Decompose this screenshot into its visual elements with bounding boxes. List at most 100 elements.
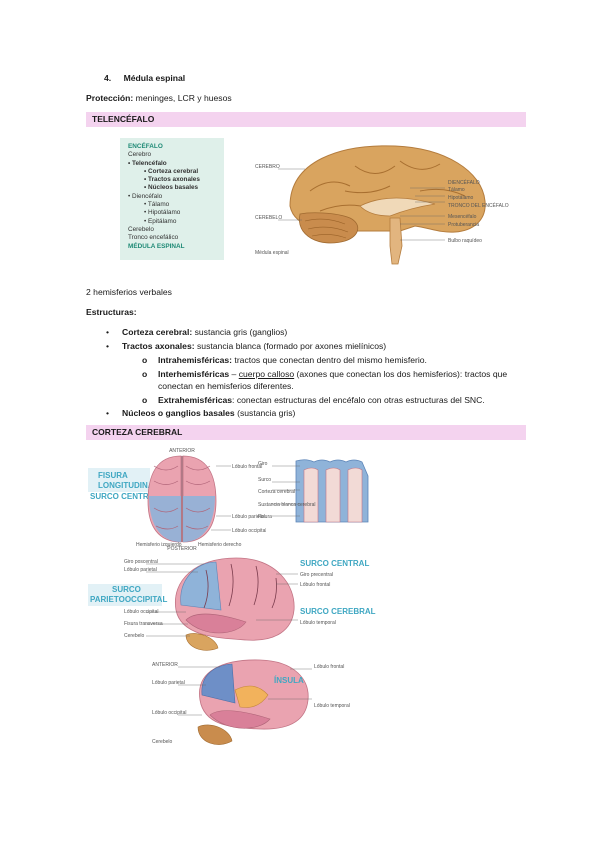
ins-lobulo-parietal: Lóbulo parietal xyxy=(152,680,185,686)
side-giro-precentral: Giro precentral xyxy=(300,572,333,578)
section-band-corteza: CORTEZA CEREBRAL xyxy=(86,425,526,440)
top-hemisferio-izq: Hemisferio izquierdo xyxy=(136,542,182,548)
brain-lateral-view: SURCO CENTRAL SURCO PARIETOOCCIPITAL SUR… xyxy=(88,557,376,651)
b1-cerebelo: CEREBELO xyxy=(255,215,282,221)
hier-corteza-row: • Corteza cerebral xyxy=(144,167,199,175)
corteza-label: Corteza cerebral: xyxy=(122,327,193,337)
inter-dash: – xyxy=(229,369,239,379)
callout-fisura-2: LONGITUDINAL xyxy=(98,481,159,490)
protection-label: Protección: xyxy=(86,93,134,103)
extra-text: : conectan estructuras del encéfalo con … xyxy=(232,395,485,405)
side-fisura-transversa: Fisura transversa xyxy=(124,621,163,627)
callout-insula: ÍNSULA xyxy=(274,676,304,685)
hier-hipotalamo: Hipotálamo xyxy=(148,209,181,217)
bullet-corteza: Corteza cerebral: sustancia gris (gangli… xyxy=(106,326,288,338)
heading-title: Médula espinal xyxy=(123,73,186,83)
extra-label: Extrahemisféricas xyxy=(158,395,233,405)
sec-giro: Giro xyxy=(258,461,268,467)
hier-tractos: Tractos axonales xyxy=(148,176,200,184)
callout-surco-central-side: SURCO CENTRAL xyxy=(300,559,369,568)
brain-sagittal-illustration: CEREBRO CEREBELO Médula espinal DIENCÉFA… xyxy=(255,145,509,265)
sec-fisura: Fisura xyxy=(258,514,272,520)
nucleos-label: Núcleos o ganglios basales xyxy=(122,408,235,418)
side-lobulo-temporal: Lóbulo temporal xyxy=(300,620,336,626)
protection-text: meninges, LCR y huesos xyxy=(133,93,232,103)
parieto-callout-bg xyxy=(88,584,162,606)
top-anterior: ANTERIOR xyxy=(169,448,195,454)
intra-label: Intrahemisféricas: xyxy=(158,355,233,365)
hier-diencefalo: Diencéfalo xyxy=(132,192,163,200)
bullet-inter: Interhemisféricas – cuerpo calloso (axon… xyxy=(142,368,518,380)
top-lobulo-occipital: Lóbulo occipital xyxy=(232,528,266,534)
section-heading: 4. Médula espinal xyxy=(104,72,185,84)
brain-insula-view: ANTERIOR Lóbulo parietal Lóbulo occipita… xyxy=(152,659,350,745)
callout-surco-central-top: SURCO CENTRAL xyxy=(90,492,159,501)
top-posterior: POSTERIOR xyxy=(167,546,197,552)
hier-telencefalo: Telencéfalo xyxy=(132,159,167,167)
top-hemisferio-der: Hemisferio derecho xyxy=(198,542,242,548)
intra-text: tractos que conectan dentro del mismo he… xyxy=(232,355,427,365)
bullet-intra: Intrahemisféricas: tractos que conectan … xyxy=(142,354,427,366)
b1-cerebro: CEREBRO xyxy=(255,164,280,170)
inter-text: (axones que conectan los dos hemisferios… xyxy=(294,369,508,379)
top-lobulo-parietal: Lóbulo parietal xyxy=(232,514,265,520)
heading-number: 4. xyxy=(104,73,112,83)
hemispheres-line: 2 hemisferios verbales xyxy=(86,287,172,297)
hier-talamo-row: • Tálamo xyxy=(144,201,170,209)
tractos-text: sustancia blanca (formado por axones mie… xyxy=(194,341,387,351)
callout-surco-lateral: SURCO CEREBRAL LATERAL xyxy=(300,607,376,616)
structures-title: Estructuras: xyxy=(86,307,137,317)
hier-telencefalo-row: • Telencéfalo xyxy=(128,159,167,167)
cortex-section-illustration: Giro Surco Corteza cerebral Sustancia bl… xyxy=(258,459,369,523)
protection-line: Protección: meninges, LCR y huesos xyxy=(86,92,232,104)
inter-link: cuerpo calloso xyxy=(238,369,295,379)
fisura-callout-bg xyxy=(88,468,150,492)
b1-medula: Médula espinal xyxy=(255,250,289,256)
hier-tractos-row: • Tractos axonales xyxy=(144,176,200,184)
hierarchy-box: ENCÉFALO Cerebro • Telencéfalo • Corteza… xyxy=(120,138,224,260)
ins-cerebelo: Cerebelo xyxy=(152,739,173,745)
b1-protuberancia: Protuberancia xyxy=(448,222,479,228)
hier-cerebelo: Cerebelo xyxy=(128,225,154,233)
inter-label: Interhemisféricas xyxy=(158,369,230,379)
b1-hipotalamo: Hipotálamo xyxy=(448,195,474,201)
ins-lobulo-occipital: Lóbulo occipital xyxy=(152,710,186,716)
bullet-nucleos: Núcleos o ganglios basales (sustancia gr… xyxy=(106,407,295,419)
hier-diencefalo-row: • Diencéfalo xyxy=(128,192,163,200)
sec-sustancia-blanca: Sustancia blanca cerebral xyxy=(258,502,316,508)
hier-encefalo: ENCÉFALO xyxy=(128,143,163,150)
side-lobulo-frontal: Lóbulo frontal xyxy=(300,582,330,588)
bullet-extra: Extrahemisféricas: conectan estructuras … xyxy=(142,394,485,406)
callout-surco-parieto-1: SURCO xyxy=(112,585,141,594)
ins-lobulo-temporal: Lóbulo temporal xyxy=(314,703,350,709)
hier-medula: MÉDULA ESPINAL xyxy=(128,242,185,250)
brain-superior-view: FISURA LONGITUDINAL SURCO CENTRAL ANTERI… xyxy=(88,448,266,552)
ins-anterior: ANTERIOR xyxy=(152,662,178,668)
section-band-telencefalo: TELENCÉFALO xyxy=(86,112,526,127)
callout-surco-parieto-2: PARIETOOCCIPITAL xyxy=(90,595,167,604)
hier-talamo: Tálamo xyxy=(147,201,170,209)
sec-corteza: Corteza cerebral xyxy=(258,489,295,495)
hier-nucleos: Núcleos basales xyxy=(148,184,199,192)
b1-mesencefalo: Mesencéfalo xyxy=(448,214,477,220)
b1-bulbo: Bulbo raquídeo xyxy=(448,238,482,244)
sec-surco: Surco xyxy=(258,477,271,483)
bullet-tractos: Tractos axonales: sustancia blanca (form… xyxy=(106,340,387,352)
hier-tronco: Tronco encefálico xyxy=(128,234,179,242)
hier-nucleos-row: • Núcleos basales xyxy=(144,184,199,192)
hier-cerebro: Cerebro xyxy=(128,151,152,159)
hier-epitalamo: Epitálamo xyxy=(148,217,177,225)
hier-epitalamo-row: • Epitálamo xyxy=(144,217,177,225)
inter-text-2: conectan en hemisferios diferentes. xyxy=(158,381,294,391)
side-lobulo-parietal: Lóbulo parietal xyxy=(124,567,157,573)
callout-fisura-1: FISURA xyxy=(98,471,128,480)
b1-diencefalo: DIENCÉFALO xyxy=(448,179,480,186)
side-cerebelo: Cerebelo xyxy=(124,633,145,639)
corteza-text: sustancia gris (ganglios) xyxy=(192,327,288,337)
b1-tronco: TRONCO DEL ENCÉFALO xyxy=(448,202,509,209)
side-giro-poscentral: Giro poscentral xyxy=(124,559,158,565)
b1-talamo: Tálamo xyxy=(448,187,465,193)
top-lobulo-frontal: Lóbulo frontal xyxy=(232,464,262,470)
tractos-label: Tractos axonales: xyxy=(122,341,195,351)
side-lobulo-occipital: Lóbulo occipital xyxy=(124,609,158,615)
